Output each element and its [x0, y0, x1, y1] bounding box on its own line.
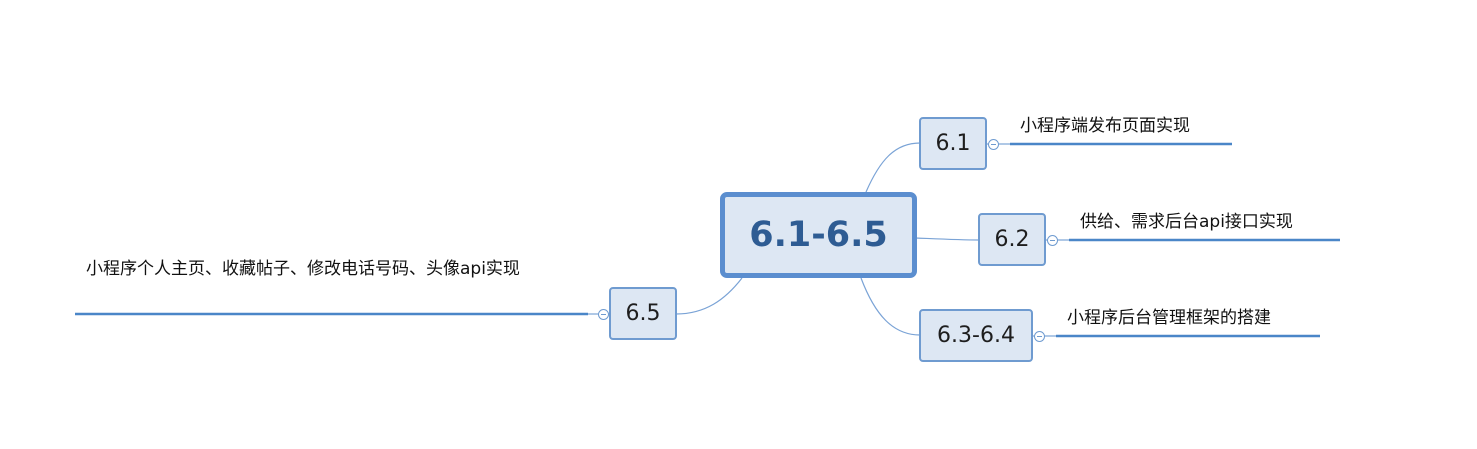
- connector-central-6-5: [675, 277, 743, 315]
- leaf-6-1-text[interactable]: 小程序端发布页面实现: [1020, 116, 1190, 136]
- topic-6-5[interactable]: 6.5: [609, 287, 677, 340]
- collapse-toggle-6-2[interactable]: [1047, 235, 1058, 246]
- topic-6-1[interactable]: 6.1: [919, 117, 987, 170]
- topic-6-1-label: 6.1: [935, 131, 971, 156]
- leaf-6-2-text[interactable]: 供给、需求后台api接口实现: [1080, 212, 1293, 232]
- collapse-toggle-6-1[interactable]: [988, 139, 999, 150]
- connector-central-6-1: [865, 142, 921, 193]
- central-topic-label: 6.1-6.5: [749, 215, 888, 255]
- collapse-toggle-6-3-6-4[interactable]: [1034, 331, 1045, 342]
- leaf-6-5-text[interactable]: 小程序个人主页、收藏帖子、修改电话号码、头像api实现: [86, 259, 520, 279]
- leaf-6-3-6-4-text[interactable]: 小程序后台管理框架的搭建: [1067, 308, 1271, 328]
- topic-6-5-label: 6.5: [625, 301, 661, 326]
- connector-central-6-3-6-4: [860, 277, 921, 336]
- central-topic[interactable]: 6.1-6.5: [720, 192, 917, 278]
- topic-6-2-label: 6.2: [994, 227, 1030, 252]
- topic-6-2[interactable]: 6.2: [978, 213, 1046, 266]
- topic-6-3-6-4-label: 6.3-6.4: [937, 323, 1015, 348]
- collapse-toggle-6-5[interactable]: [598, 309, 609, 320]
- connector-central-6-2: [915, 237, 980, 241]
- topic-6-3-6-4[interactable]: 6.3-6.4: [919, 309, 1033, 362]
